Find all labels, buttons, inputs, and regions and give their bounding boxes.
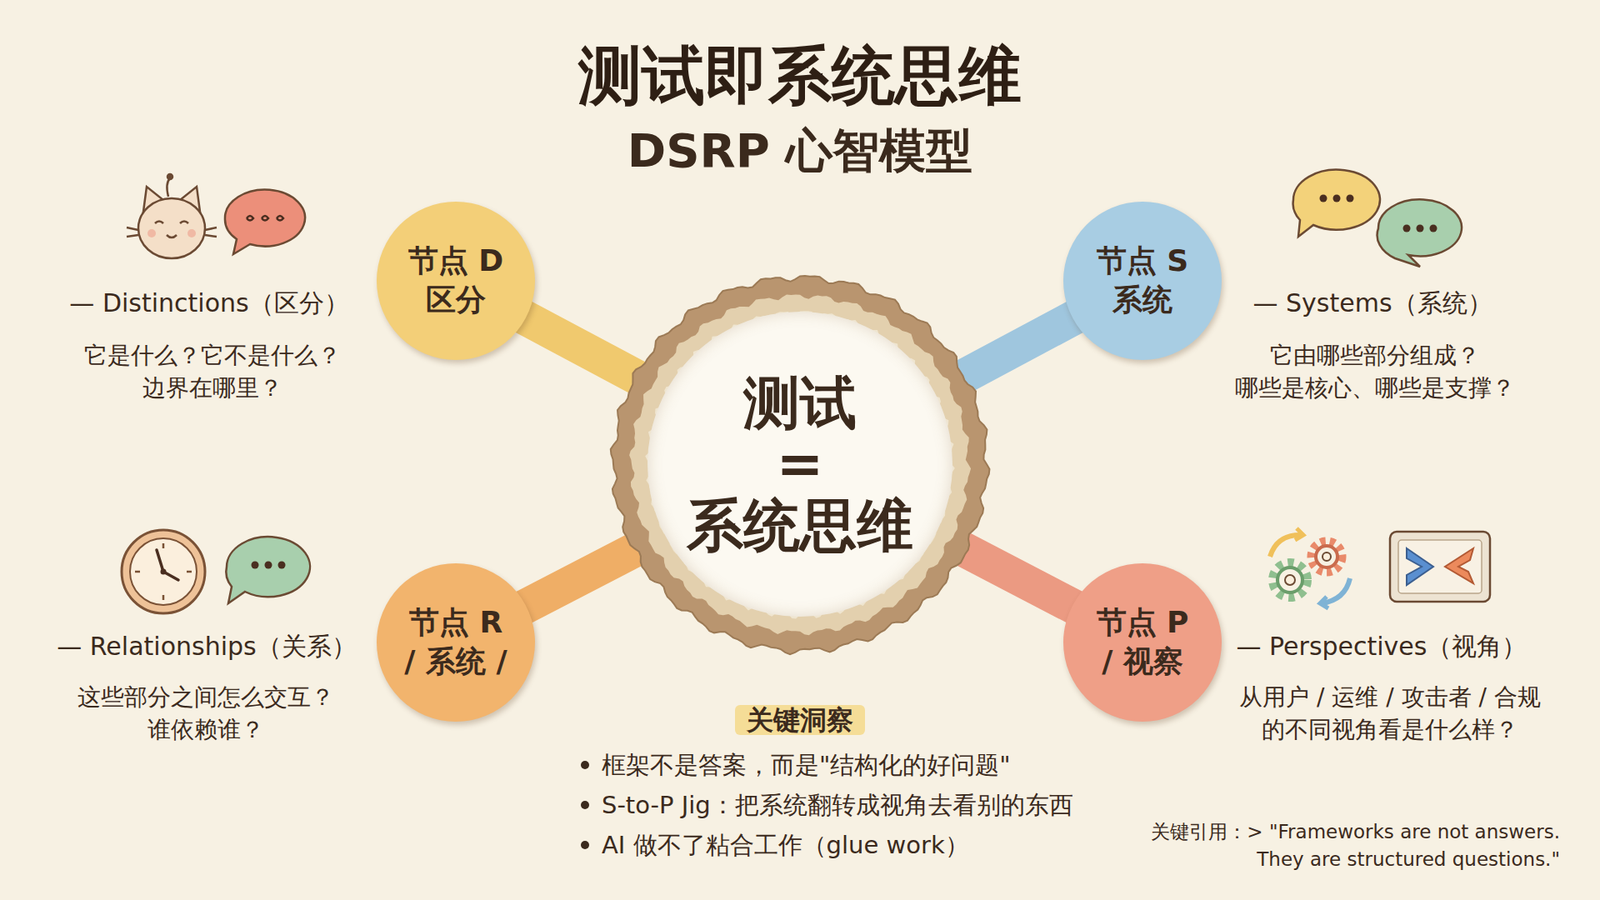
speech-bubble xyxy=(225,189,305,255)
node-subtitle: 系统 xyxy=(1112,280,1173,320)
bullet-dot xyxy=(580,840,590,850)
insight-bullet: AI 做不了粘合工作（glue work） xyxy=(601,830,970,860)
dsrp-node-circle: 节点 D区分 xyxy=(376,201,535,360)
dimension-heading: — Distinctions（区分） xyxy=(69,288,349,319)
node-text-group: 节点 D区分 xyxy=(408,241,504,320)
bullet-dot xyxy=(580,760,590,770)
dsrp-node-circle: 节点 R/ 系统 / xyxy=(376,563,535,722)
node-heading: 节点 D xyxy=(408,241,504,281)
insight-bullet: 框架不是答案，而是"结构化的好问题" xyxy=(601,750,1011,780)
node-heading: 测试 = 系统思维 xyxy=(686,372,914,556)
ring-outer xyxy=(610,275,990,655)
insight-heading: 关键洞察 xyxy=(746,704,854,736)
ring-inner xyxy=(645,310,955,619)
ring-middle xyxy=(629,294,971,635)
speech-bubble xyxy=(1293,170,1380,237)
dimension-heading: — Perspectives（视角） xyxy=(1236,631,1528,662)
key-quote: 关键引用：> "Frameworks are not answers. They… xyxy=(1150,818,1560,875)
dimension-question: 从用户 / 运维 / 攻击者 / 合规 的不同视角看是什么样？ xyxy=(1239,680,1541,746)
node-subtitle: / 视察 xyxy=(1101,642,1184,682)
bullet-dot xyxy=(580,800,590,810)
dimension-question: 它由哪些部分组成？ 哪些是核心、哪些是支撑？ xyxy=(1235,339,1515,405)
node-text-group: 节点 S系统 xyxy=(1096,241,1189,320)
node-subtitle: 区分 xyxy=(425,280,486,320)
node-text-group: 测试 = 系统思维 xyxy=(686,372,914,556)
center-circle: 测试 = 系统思维 xyxy=(647,311,953,617)
node-subtitle: / 系统 / xyxy=(404,642,507,682)
node-heading: 节点 P xyxy=(1096,603,1190,643)
dsrp-node-circle: 节点 S系统 xyxy=(1063,201,1222,360)
speech-bubble xyxy=(1377,199,1462,267)
subtitle: DSRP 心智模型 xyxy=(627,122,973,179)
node-heading: 节点 S xyxy=(1096,241,1189,281)
speech-bubble xyxy=(225,536,310,604)
insight-bullet: S-to-P Jig：把系统翻转成视角去看别的东西 xyxy=(601,790,1074,820)
dimension-heading: — Relationships（关系） xyxy=(56,631,356,662)
dsrp-node-circle: 节点 P/ 视察 xyxy=(1063,563,1222,722)
gears-icon xyxy=(1270,528,1350,609)
dimension-question: 它是什么？它不是什么？ 边界在哪里？ xyxy=(84,339,341,405)
center-ring xyxy=(610,275,990,655)
dimension-heading: — Systems（系统） xyxy=(1252,288,1492,319)
node-text-group: 节点 P/ 视察 xyxy=(1096,603,1190,682)
code-window-icon xyxy=(1390,531,1490,602)
cat-icon xyxy=(126,174,217,259)
dimension-question: 这些部分之间怎么交互？ 谁依赖谁？ xyxy=(77,680,335,746)
node-heading: 节点 R xyxy=(409,603,503,643)
title: 测试即系统思维 xyxy=(578,34,1022,120)
clock-icon xyxy=(121,530,205,614)
node-text-group: 节点 R/ 系统 / xyxy=(404,603,507,682)
